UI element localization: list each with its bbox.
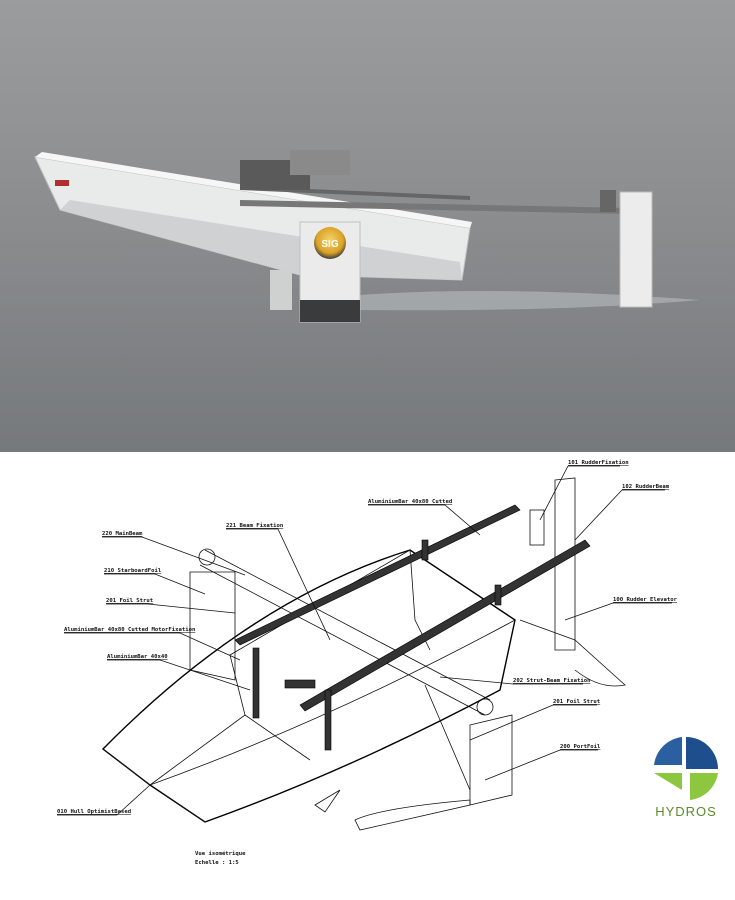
boat-photo: SIG xyxy=(0,0,735,452)
label-beam-fixation: 221_Beam Fixation xyxy=(226,523,283,529)
logo-green-quadrant xyxy=(690,773,718,800)
label-rudder-elevator: 100_Rudder_Elevator xyxy=(613,597,678,603)
label-rudder-beam: 102_RudderBeam xyxy=(622,484,670,490)
view-caption: Vue isométrique xyxy=(195,850,246,857)
label-starboard-foil: 210_StarboardFoil xyxy=(104,568,161,574)
svg-text:HYDROS: HYDROS xyxy=(655,804,717,819)
part-labels: 220_MainBeam 221_Beam Fixation 210_Starb… xyxy=(57,460,678,866)
boat: SIG xyxy=(34,150,653,323)
label-bar-40x40: AluminiumBar_40x40 xyxy=(107,654,168,660)
label-foil-strut-right: 201_Foil Strut xyxy=(553,699,600,705)
label-motor-fixation: AluminiumBar_40x80_Cutted_MotorFixation xyxy=(64,627,195,633)
svg-text:SIG: SIG xyxy=(321,239,338,250)
technical-drawing: 220_MainBeam 221_Beam Fixation 210_Starb… xyxy=(57,460,718,866)
hull-drawing xyxy=(101,477,626,831)
label-bar-40x80-cutted: AluminiumBar_40x80_Cutted xyxy=(368,499,452,505)
label-hull: 010_Hull_OptimistBased xyxy=(57,809,131,815)
label-main-beam: 220_MainBeam xyxy=(102,531,143,537)
hydros-logo: HYDROS xyxy=(654,735,718,819)
logo-blue-quadrant xyxy=(686,737,718,769)
sig-logo xyxy=(314,227,346,259)
leader-lines xyxy=(57,465,672,816)
label-strut-beam-fixation: 202_Strut-Beam Fixation xyxy=(513,678,590,684)
rudder xyxy=(619,191,653,308)
starboard-strut xyxy=(270,270,292,310)
label-rudder-fixation: 101_RudderFixation xyxy=(568,460,629,466)
label-foil-strut-left: 201_Foil Strut xyxy=(106,598,153,604)
scale-caption: Echelle : 1:5 xyxy=(195,860,239,866)
label-port-foil: 200_PortFoil xyxy=(560,744,600,750)
wake xyxy=(360,291,700,311)
